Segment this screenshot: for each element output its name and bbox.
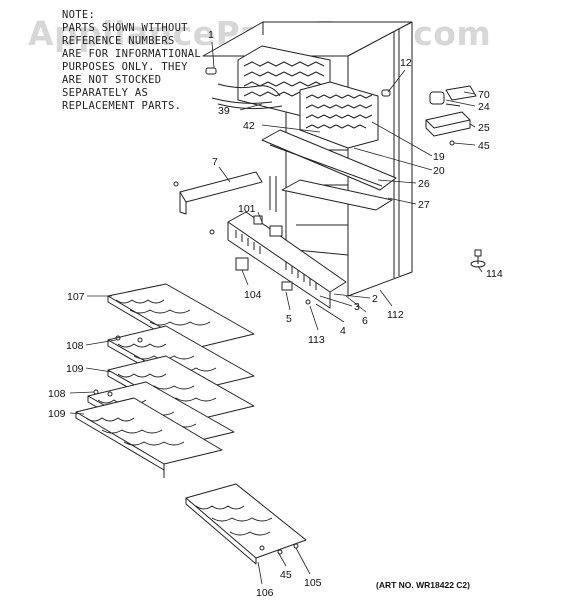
callout-label: 12 xyxy=(400,57,412,69)
callout-label: 108 xyxy=(48,388,66,400)
callout-label: 45 xyxy=(280,569,292,581)
toe-grille xyxy=(209,176,347,309)
leveling-leg xyxy=(470,249,486,268)
callout-label: 42 xyxy=(243,120,255,132)
informational-note: NOTE: PARTS SHOWN WITHOUT REFERENCE NUMB… xyxy=(62,9,242,113)
callout-label: 19 xyxy=(433,151,445,163)
callout-label: 25 xyxy=(478,122,490,134)
callout-label: 4 xyxy=(340,325,346,337)
callout-label: 7 xyxy=(212,156,218,168)
callout-label: 101 xyxy=(238,203,256,215)
note-line: PURPOSES ONLY. THEY xyxy=(62,61,188,73)
callout-label: 45 xyxy=(478,140,490,152)
note-line: ARE FOR INFORMATIONAL xyxy=(62,48,202,60)
right-side-parts xyxy=(381,85,477,146)
callout-label: 1 xyxy=(208,29,214,41)
note-line: REFERENCE NUMBERS xyxy=(62,35,175,47)
callout-label: 2 xyxy=(372,293,378,305)
evaporator-coil xyxy=(205,45,379,149)
wine-rack-5 xyxy=(75,397,223,478)
note-line: SEPARATELY AS xyxy=(62,87,149,99)
cabinet-body xyxy=(202,21,413,297)
callout-label: 109 xyxy=(48,408,66,420)
note-line: REPLACEMENT PARTS. xyxy=(62,100,182,112)
drip-trough xyxy=(261,129,397,211)
callout-label: 104 xyxy=(244,289,262,301)
callout-label: 26 xyxy=(418,178,430,190)
callout-label: 6 xyxy=(362,315,368,327)
bottom-rack xyxy=(185,483,307,565)
callout-label: 5 xyxy=(286,313,292,325)
art-number: (ART NO. WR18422 C2) xyxy=(376,580,470,590)
note-line: PARTS SHOWN WITHOUT xyxy=(62,22,188,34)
callout-label: 106 xyxy=(256,587,274,599)
leader-lines xyxy=(69,41,483,585)
callout-label: 108 xyxy=(66,340,84,352)
callout-label: 105 xyxy=(304,577,322,589)
note-line: ARE NOT STOCKED xyxy=(62,74,162,86)
callout-labels: 1 12 70 24 39 42 25 45 19 20 26 7 27 101… xyxy=(48,29,503,599)
callout-label: 39 xyxy=(218,105,230,117)
callout-label: 70 xyxy=(478,89,490,101)
callout-label: 112 xyxy=(387,309,404,321)
callout-label: 20 xyxy=(433,165,445,177)
callout-label: 113 xyxy=(308,334,325,346)
bracket xyxy=(173,171,263,215)
callout-label: 107 xyxy=(67,291,85,303)
callout-label: 3 xyxy=(354,301,360,313)
callout-label: 109 xyxy=(66,363,84,375)
note-line: NOTE: xyxy=(62,9,96,21)
callout-label: 27 xyxy=(418,199,430,211)
callout-label: 24 xyxy=(478,101,490,113)
callout-label: 114 xyxy=(486,268,503,280)
